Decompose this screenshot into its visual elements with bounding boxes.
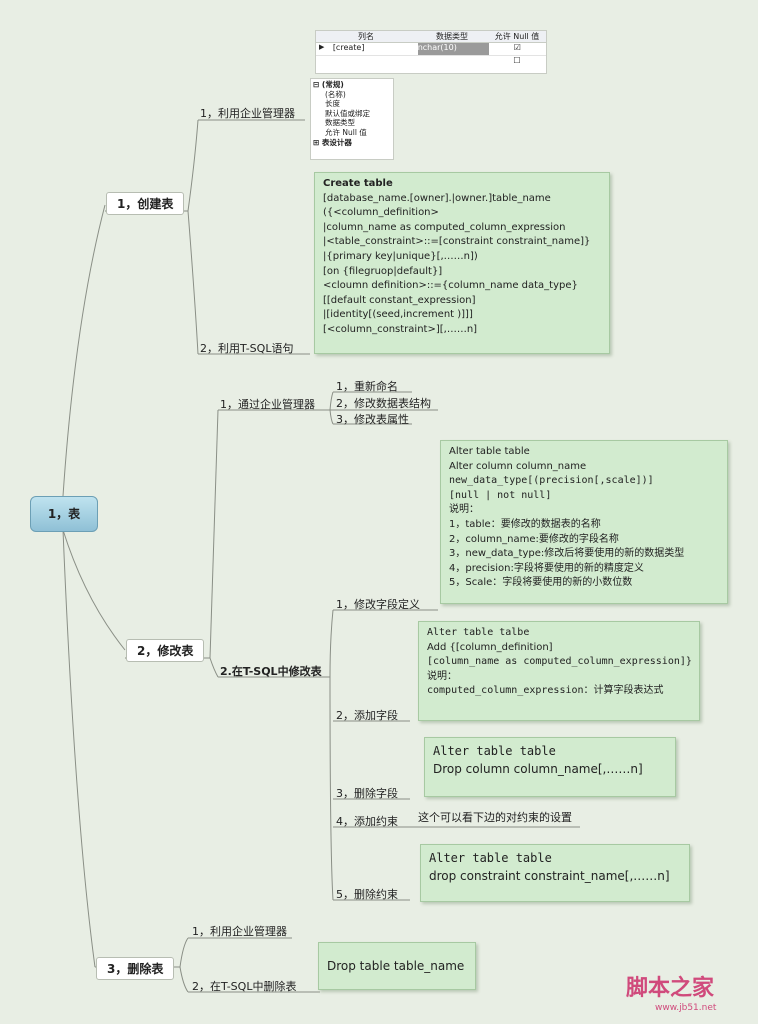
drop-column-syntax: Alter table table Drop column column_nam… bbox=[424, 737, 676, 797]
add-constraint-note: 这个可以看下边的对约束的设置 bbox=[418, 811, 572, 824]
grid-header: 数据类型 bbox=[436, 32, 468, 41]
node-drop-column[interactable]: 3，删除字段 bbox=[336, 787, 398, 800]
node-create-table[interactable]: 1，创建表 bbox=[106, 192, 185, 215]
add-column-syntax: Alter table talbe Add {[column_definitio… bbox=[418, 621, 700, 721]
collapse-icon[interactable]: ⊟ bbox=[313, 80, 320, 89]
node-drop-constraint[interactable]: 5，删除约束 bbox=[336, 888, 398, 901]
create-table-syntax: Create table [database_name.[owner].|own… bbox=[314, 172, 610, 354]
prop-item: 默认值或绑定 bbox=[325, 108, 370, 118]
row-selector-icon: ▶ bbox=[319, 43, 325, 51]
prop-item: (名称) bbox=[325, 89, 346, 99]
node-modify-tsql[interactable]: 2.在T-SQL中修改表 bbox=[220, 665, 322, 678]
node-alter-column[interactable]: 1，修改字段定义 bbox=[336, 598, 420, 611]
grid-cell-type: nchar(10) bbox=[417, 43, 489, 55]
node-modify-properties[interactable]: 3，修改表属性 bbox=[336, 413, 409, 426]
checkbox-checked-icon[interactable]: ☑ bbox=[513, 43, 521, 52]
grid-cell-name: [create] bbox=[332, 43, 365, 52]
grid-row: ▶ [create] nchar(10) ☑ bbox=[316, 43, 546, 56]
grid-header-row: 列名 数据类型 允许 Null 值 bbox=[316, 31, 546, 43]
node-delete-enterprise[interactable]: 1，利用企业管理器 bbox=[192, 925, 287, 938]
prop-group: 表设计器 bbox=[321, 137, 352, 147]
grid-row-empty: ☐ bbox=[316, 56, 546, 68]
prop-item: 数据类型 bbox=[325, 118, 355, 128]
prop-item: 长度 bbox=[325, 99, 340, 109]
node-add-column[interactable]: 2，添加字段 bbox=[336, 709, 398, 722]
root-node[interactable]: 1，表 bbox=[30, 496, 98, 532]
alter-column-syntax: Alter table table Alter column column_na… bbox=[440, 440, 728, 604]
prop-group: (常规) bbox=[321, 80, 344, 89]
property-tree-screenshot: ⊟ (常规) (名称) 长度 默认值或绑定 数据类型 允许 Null 值 ⊞ 表… bbox=[310, 78, 394, 160]
grid-header: 允许 Null 值 bbox=[494, 32, 540, 41]
watermark-logo: 脚本之家 bbox=[626, 976, 715, 1001]
expand-icon[interactable]: ⊞ bbox=[313, 137, 320, 147]
checkbox-empty-icon[interactable]: ☐ bbox=[513, 56, 521, 65]
watermark-url: www.jb51.net bbox=[655, 1003, 717, 1013]
node-create-enterprise[interactable]: 1，利用企业管理器 bbox=[200, 107, 295, 120]
node-rename[interactable]: 1，重新命名 bbox=[336, 380, 398, 393]
prop-item: 允许 Null 值 bbox=[325, 127, 367, 137]
node-delete-tsql[interactable]: 2，在T-SQL中删除表 bbox=[192, 980, 297, 993]
node-create-tsql[interactable]: 2，利用T-SQL语句 bbox=[200, 342, 294, 355]
drop-constraint-syntax: Alter table table drop constraint constr… bbox=[420, 844, 690, 902]
drop-table-syntax: Drop table table_name bbox=[318, 942, 476, 990]
node-delete-table[interactable]: 3，删除表 bbox=[96, 957, 175, 980]
node-add-constraint[interactable]: 4，添加约束 bbox=[336, 815, 398, 828]
node-modify-structure[interactable]: 2，修改数据表结构 bbox=[336, 397, 431, 410]
node-modify-table[interactable]: 2，修改表 bbox=[126, 639, 205, 662]
grid-header: 列名 bbox=[358, 32, 374, 41]
column-grid-screenshot: 列名 数据类型 允许 Null 值 ▶ [create] nchar(10) ☑… bbox=[315, 30, 547, 74]
node-modify-enterprise[interactable]: 1，通过企业管理器 bbox=[220, 398, 315, 411]
